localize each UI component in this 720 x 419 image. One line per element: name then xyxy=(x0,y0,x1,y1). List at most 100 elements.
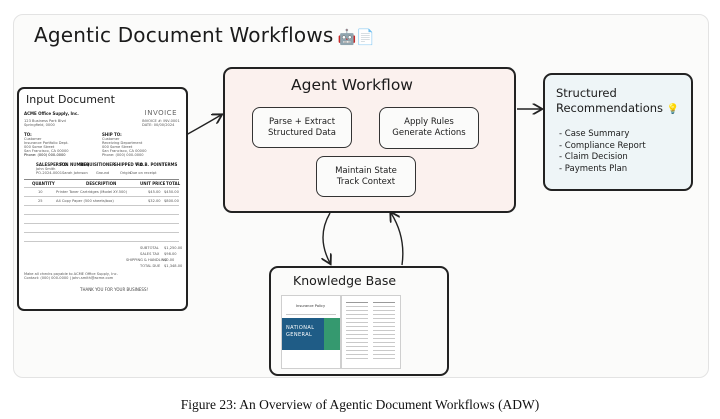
doc-rule xyxy=(346,310,368,311)
table-rule xyxy=(24,214,179,215)
policy-document-page: Insurance Policy NATIONAL GENERAL xyxy=(281,295,341,369)
invoice-to-line: Phone: (000) 000-0000 xyxy=(24,153,66,157)
invoice-heading: INVOICE xyxy=(144,109,177,117)
item-price: $45.00 xyxy=(148,190,161,194)
doc-rule xyxy=(373,354,395,355)
invoice-to-line: San Francisco, CA 00000 xyxy=(24,149,69,153)
sales-header: P.O. NUMBER xyxy=(60,162,90,167)
arrow-workflow-to-knowledge xyxy=(323,212,330,263)
recommendations-label-line: Structured xyxy=(556,86,617,100)
sales-value: Sarah Johnson xyxy=(62,171,88,175)
total-label: SUBTOTAL xyxy=(140,246,159,250)
maintain-state-step: Maintain State Track Context xyxy=(316,156,416,197)
total-value: $98.00 xyxy=(164,252,177,256)
sales-value: Ground xyxy=(96,171,110,175)
recommendations-box: Structured Recommendations 💡 - Case Summ… xyxy=(543,73,693,191)
step-line: Parse + Extract xyxy=(268,116,336,127)
doc-rule xyxy=(346,302,368,303)
step-line: Track Context xyxy=(336,176,396,187)
doc-rule xyxy=(373,314,395,315)
doc-rule xyxy=(346,346,368,347)
doc-rule xyxy=(286,314,336,315)
item-qty: 25 xyxy=(38,199,43,203)
invoice-address-2: Springfield, 0000 xyxy=(24,123,55,127)
doc-rule xyxy=(346,322,368,323)
doc-rule xyxy=(346,354,368,355)
invoice-to-line: Customer xyxy=(24,137,42,141)
sales-header: SHIPPED VIA xyxy=(114,162,143,167)
doc-rule xyxy=(373,358,395,359)
step-line: Maintain State xyxy=(335,165,397,176)
input-document-label: Input Document xyxy=(26,93,115,106)
robot-document-icon: 🤖📄 xyxy=(337,28,376,46)
diagram-title-text: Agentic Document Workflows xyxy=(34,23,334,47)
doc-rule xyxy=(373,338,395,339)
policy-doc-title: Insurance Policy xyxy=(296,304,326,308)
item-header: TOTAL xyxy=(166,181,181,186)
doc-rule xyxy=(346,314,368,315)
invoice-meta-1: INVOICE #: INV-0001 xyxy=(142,119,180,123)
doc-rule xyxy=(373,350,395,351)
table-rule xyxy=(24,232,179,233)
knowledge-base-box: Knowledge Base Insurance Policy NATIONAL… xyxy=(269,266,449,376)
invoice-to-line: 000 Some Street xyxy=(24,145,55,149)
total-value: $1,250.00 xyxy=(164,246,183,250)
policy-cover: NATIONAL GENERAL xyxy=(282,318,340,350)
sales-header: TERMS xyxy=(162,162,178,167)
item-header: QUANTITY xyxy=(32,181,55,186)
total-value: $1,348.00 xyxy=(164,264,183,268)
doc-rule xyxy=(373,306,395,307)
total-value: $0.00 xyxy=(164,258,175,262)
cover-text: NATIONAL xyxy=(286,325,315,331)
sales-value: PO-2024-0001 xyxy=(36,171,62,175)
item-header: DESCRIPTION xyxy=(86,181,117,186)
invoice-document: ACME Office Supply, Inc. INVOICE 123 Bus… xyxy=(22,109,183,305)
connectors xyxy=(185,15,708,377)
list-item: - Compliance Report xyxy=(559,140,646,151)
input-document-box: Input Document ACME Office Supply, Inc. … xyxy=(17,87,188,311)
cover-accent xyxy=(324,318,340,350)
total-label: TOTAL DUE xyxy=(140,264,161,268)
table-rule xyxy=(24,187,179,188)
recommendations-list: - Case Summary - Compliance Report - Cla… xyxy=(559,129,646,175)
doc-rule xyxy=(373,334,395,335)
table-rule xyxy=(24,179,179,180)
doc-rule xyxy=(373,330,395,331)
item-desc: Printer Toner Cartridges (Model XY-500) xyxy=(56,190,127,194)
sales-header: SALESPERSON xyxy=(36,162,69,167)
arrow-input-to-workflow xyxy=(185,115,221,136)
list-item: - Claim Decision xyxy=(559,152,628,163)
agent-workflow-box: Agent Workflow Parse + Extract Structure… xyxy=(223,67,516,213)
item-header: UNIT PRICE xyxy=(140,181,166,186)
item-total: $450.00 xyxy=(164,190,179,194)
table-rule xyxy=(24,223,179,224)
lightbulb-icon: 💡 xyxy=(666,104,680,115)
item-price: $32.00 xyxy=(148,199,161,203)
parse-extract-step: Parse + Extract Structured Data xyxy=(252,107,352,148)
invoice-thanks: THANK YOU FOR YOUR BUSINESS! xyxy=(80,287,149,292)
sales-header: REQUISITIONER xyxy=(80,162,116,167)
item-total: $800.00 xyxy=(164,199,179,203)
cover-text: GENERAL xyxy=(286,332,313,338)
table-rule xyxy=(24,205,179,206)
doc-rule xyxy=(346,318,368,319)
doc-rule xyxy=(373,342,395,343)
sales-header: F.O.B. POINT xyxy=(136,162,165,167)
figure-caption: Figure 23: An Overview of Agentic Docume… xyxy=(180,397,540,412)
doc-rule xyxy=(346,350,368,351)
policy-document-page xyxy=(341,295,401,369)
doc-rule xyxy=(373,322,395,323)
invoice-to-label: TO: xyxy=(24,132,32,137)
invoice-ship-line: Phone: (000) 000-0000 xyxy=(102,153,144,157)
invoice-footer-line: Contact: (000) 000-0000 | john.smith@acm… xyxy=(24,276,114,280)
total-label: SALES TAX xyxy=(140,252,160,256)
invoice-ship-line: San Francisco, CA 00000 xyxy=(102,149,147,153)
diagram-canvas: Agentic Document Workflows🤖📄 Input Docum… xyxy=(13,14,709,378)
sales-value: Due on receipt xyxy=(130,171,157,175)
doc-rule xyxy=(373,310,395,311)
doc-rule xyxy=(346,326,368,327)
step-line: Generate Actions xyxy=(392,128,466,138)
step-line: Apply Rules xyxy=(404,117,454,127)
doc-rule xyxy=(346,338,368,339)
invoice-ship-to-label: SHIP TO: xyxy=(102,132,122,137)
